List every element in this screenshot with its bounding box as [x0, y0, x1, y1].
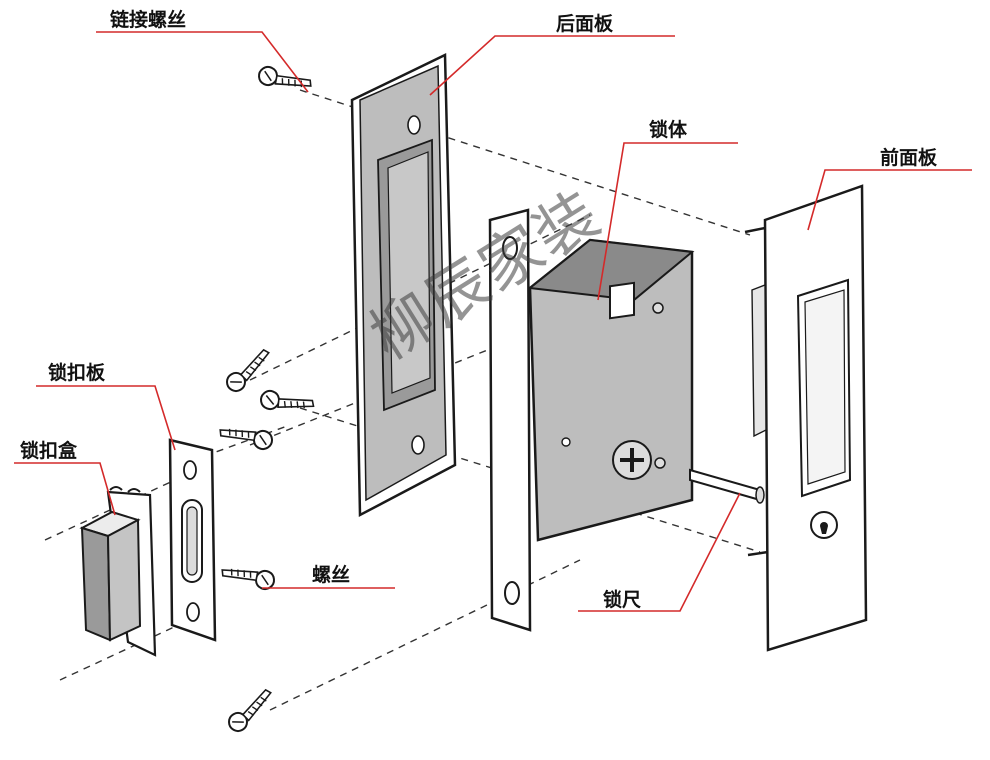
front-panel — [744, 184, 868, 652]
leader-strike-plate — [36, 385, 176, 451]
lock-body-case — [527, 238, 695, 542]
label-strike-plate: 锁扣板 — [48, 362, 106, 384]
label-strike-box: 锁扣盒 — [20, 440, 78, 462]
label-front-panel: 前面板 — [880, 147, 938, 169]
leader-spindle — [578, 492, 741, 612]
strike-box — [79, 486, 157, 657]
label-screw: 螺丝 — [312, 564, 351, 586]
connecting-screw-top — [255, 58, 314, 104]
leader-rear-panel — [429, 35, 675, 96]
lock-body-forend — [488, 208, 532, 632]
leader-strike-box — [14, 462, 116, 516]
label-rear-panel: 后面板 — [556, 13, 614, 35]
screw-strike-upper — [217, 412, 276, 458]
screw-bottom — [222, 687, 281, 736]
leader-front-panel — [807, 169, 972, 231]
label-lock-body: 锁体 — [649, 119, 688, 141]
rear-panel — [350, 53, 457, 518]
strike-plate — [168, 438, 217, 642]
leader-lock-body — [597, 142, 738, 301]
leader-connecting-screw — [96, 31, 309, 93]
screw-strike-lower — [219, 552, 278, 598]
label-connecting-screw: 链接螺丝 — [110, 9, 187, 31]
screw-left-upper — [220, 347, 279, 396]
label-spindle: 锁尺 — [603, 589, 642, 611]
leader-lines — [14, 31, 972, 612]
connecting-screw-middle — [257, 382, 317, 425]
spindle — [689, 468, 765, 504]
